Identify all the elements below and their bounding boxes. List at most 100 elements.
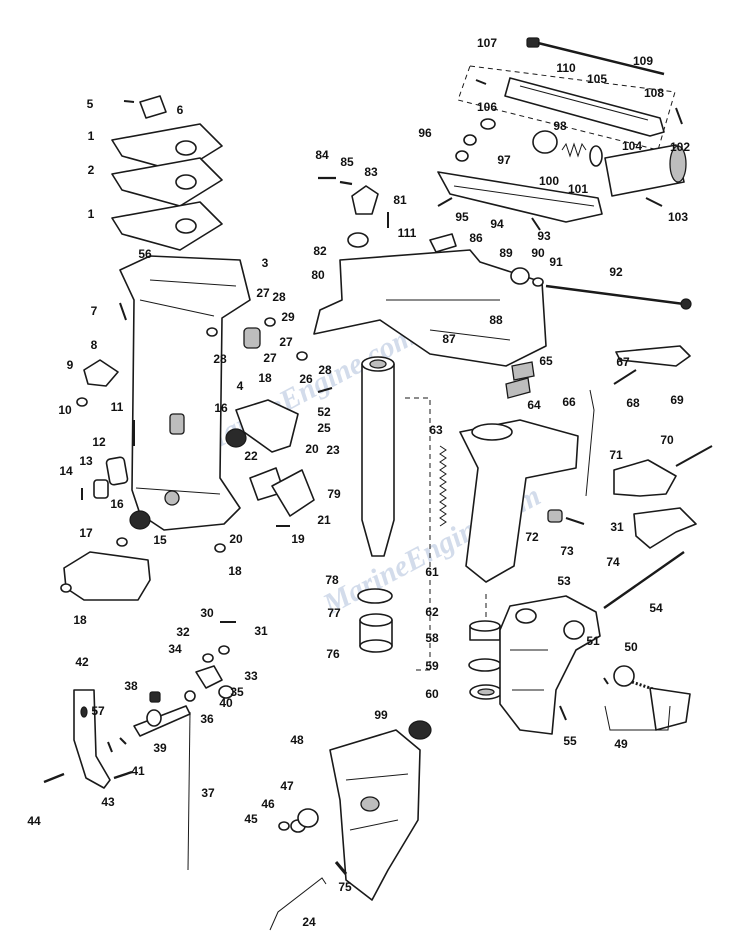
part-36-bushing — [184, 690, 196, 702]
callout-102: 102 — [670, 140, 690, 154]
part-102-grip — [604, 144, 685, 197]
callout-84: 84 — [315, 148, 329, 162]
callout-98: 98 — [553, 119, 567, 133]
part-13-plate — [93, 479, 109, 499]
callout-90: 90 — [531, 246, 545, 260]
callout-75: 75 — [338, 880, 352, 894]
callout-62: 62 — [425, 605, 439, 619]
part-64-pad — [505, 377, 531, 399]
callout-92: 92 — [609, 265, 623, 279]
callout-93: 93 — [537, 229, 551, 243]
part-102-grip-end — [669, 145, 687, 183]
part-92-rod — [545, 284, 685, 306]
callout-1: 1 — [88, 207, 95, 221]
callout-67: 67 — [616, 355, 630, 369]
callout-23: 23 — [326, 443, 340, 457]
callout-11: 11 — [111, 400, 124, 414]
callout-19: 19 — [291, 532, 305, 546]
callout-108: 108 — [644, 86, 664, 100]
callout-73: 73 — [560, 544, 574, 558]
callout-14: 14 — [59, 464, 73, 478]
callout-56: 56 — [138, 247, 152, 261]
callout-24: 24 — [302, 915, 316, 929]
callout-79: 79 — [327, 487, 341, 501]
part-16-grommet-b — [225, 428, 247, 448]
callout-97: 97 — [497, 153, 511, 167]
callout-28: 28 — [318, 363, 332, 377]
part-82-bushing — [347, 232, 369, 248]
callout-20: 20 — [305, 442, 319, 456]
callout-6: 6 — [177, 103, 184, 117]
part-96-washer-a — [480, 118, 496, 130]
callout-69: 69 — [670, 393, 684, 407]
callout-65: 65 — [539, 354, 553, 368]
callout-36: 36 — [200, 712, 214, 726]
part-54-bolt — [603, 551, 685, 609]
callout-41: 41 — [131, 764, 145, 778]
callout-68: 68 — [626, 396, 640, 410]
callout-48: 48 — [290, 733, 304, 747]
callout-18: 18 — [258, 371, 272, 385]
callout-16: 16 — [110, 497, 124, 511]
part-69-lever — [615, 345, 691, 367]
callout-100: 100 — [539, 174, 559, 188]
part-6-cover — [139, 95, 167, 119]
callout-25: 25 — [317, 421, 331, 435]
callout-1: 1 — [88, 129, 95, 143]
callout-77: 77 — [327, 606, 341, 620]
callout-99: 99 — [374, 708, 388, 722]
callout-2: 2 — [88, 163, 95, 177]
callout-109: 109 — [633, 54, 653, 68]
callout-70: 70 — [660, 433, 674, 447]
callout-40: 40 — [219, 696, 233, 710]
part-4-port — [169, 413, 185, 435]
callout-64: 64 — [527, 398, 541, 412]
part-50-washer — [613, 665, 635, 687]
part-107-knob — [526, 37, 540, 48]
callout-26: 26 — [299, 372, 313, 386]
callout-104: 104 — [622, 139, 642, 153]
part-94-tiller-arm — [437, 171, 603, 223]
callout-110: 110 — [556, 61, 576, 75]
callout-47: 47 — [280, 779, 294, 793]
callout-45: 45 — [244, 812, 258, 826]
part-8-mount — [83, 359, 119, 387]
callout-96: 96 — [418, 126, 432, 140]
callout-27: 27 — [256, 286, 270, 300]
part-72-nut — [547, 509, 563, 523]
callout-95: 95 — [455, 210, 469, 224]
part-71-lever — [613, 459, 677, 497]
part-83-fitting — [351, 185, 379, 215]
callout-31: 31 — [254, 624, 268, 638]
part-74-bracket — [633, 507, 697, 549]
callout-29: 29 — [281, 310, 295, 324]
callout-57: 57 — [91, 704, 105, 718]
part-96-washer-b — [463, 134, 477, 146]
callout-86: 86 — [469, 231, 483, 245]
callout-61: 61 — [425, 565, 439, 579]
part-29-bushing — [243, 327, 261, 349]
callout-51: 51 — [586, 634, 600, 648]
callout-89: 89 — [499, 246, 513, 260]
callout-107: 107 — [477, 36, 497, 50]
callout-12: 12 — [92, 435, 106, 449]
callout-91: 91 — [549, 255, 563, 269]
callout-34: 34 — [168, 642, 182, 656]
callout-20: 20 — [229, 532, 243, 546]
callout-38: 38 — [124, 679, 138, 693]
callout-106: 106 — [477, 100, 497, 114]
callout-42: 42 — [75, 655, 89, 669]
callout-54: 54 — [649, 601, 663, 615]
callout-58: 58 — [425, 631, 439, 645]
callout-52: 52 — [317, 405, 331, 419]
callout-13: 13 — [79, 454, 93, 468]
callout-10: 10 — [58, 403, 72, 417]
callout-32: 32 — [176, 625, 190, 639]
exhaust-housing-group — [60, 95, 333, 601]
part-86-fitting — [429, 233, 457, 253]
callout-18: 18 — [228, 564, 242, 578]
callout-27: 27 — [263, 351, 277, 365]
callout-21: 21 — [317, 513, 331, 527]
callout-55: 55 — [563, 734, 577, 748]
part-25-bracket — [235, 399, 299, 453]
